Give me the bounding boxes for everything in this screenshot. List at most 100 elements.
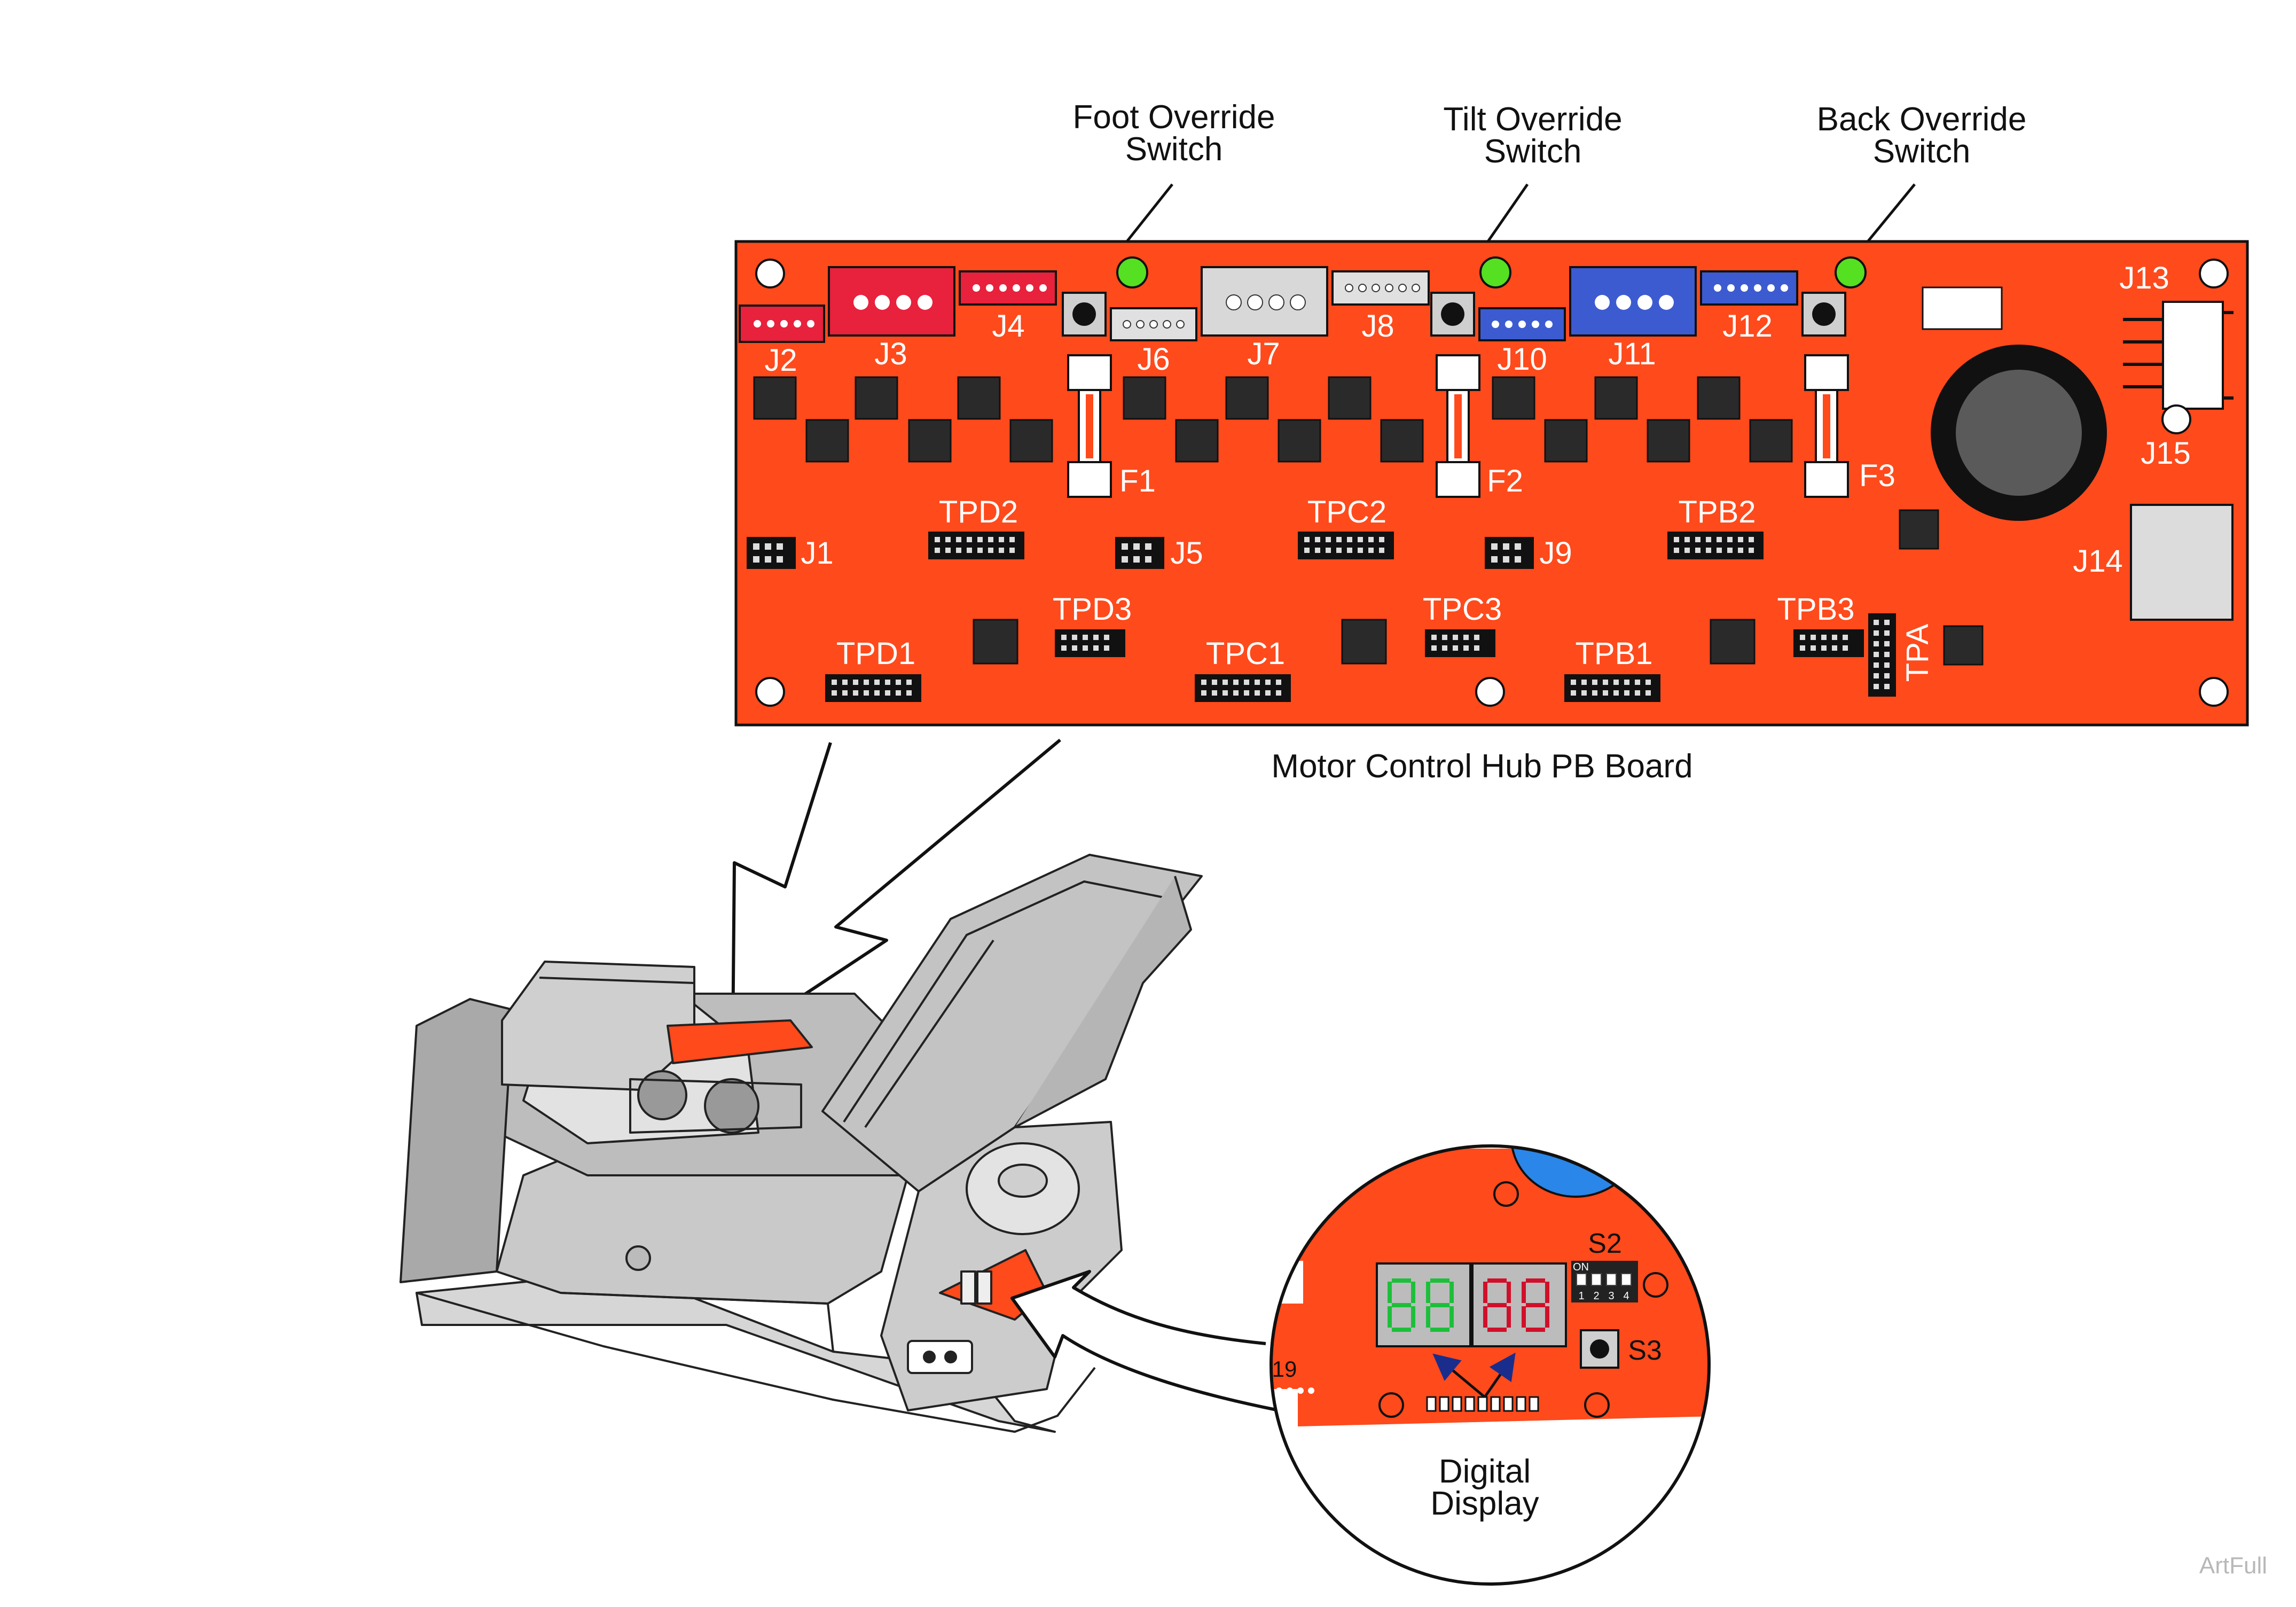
led-green [1116, 256, 1148, 288]
header-pin [1453, 645, 1458, 651]
tilt-override-switch-button[interactable] [1441, 302, 1464, 326]
header-pin [1727, 548, 1733, 553]
connector-j13 [2162, 301, 2224, 410]
display-segment [1545, 1282, 1549, 1303]
header-pin [1368, 548, 1374, 553]
header-pin [1645, 690, 1651, 696]
testpoint-tpb2 [1667, 532, 1764, 559]
display-segment [1388, 1282, 1392, 1303]
header-pin [1874, 652, 1879, 657]
header-pin [874, 690, 880, 696]
header-pin [1442, 635, 1447, 640]
header-pin [1832, 645, 1837, 651]
header-pin [1749, 537, 1754, 542]
header-pin [1463, 635, 1469, 640]
display-segment [1392, 1303, 1411, 1307]
header-pin [906, 690, 912, 696]
detail-arrow [1010, 1270, 1280, 1412]
display-segment [1526, 1278, 1545, 1283]
header-pin [1358, 548, 1363, 553]
header-pin [1223, 690, 1228, 696]
header-pin [1811, 635, 1816, 640]
header-pin [1684, 537, 1690, 542]
label-f1: F1 [1119, 464, 1156, 498]
header-pin [1884, 684, 1890, 689]
mount-hole [1475, 677, 1505, 707]
label-j8: J8 [1361, 309, 1394, 344]
fuse-f1 [1067, 354, 1112, 498]
header-pin [1474, 635, 1479, 640]
testpoint-tpc3 [1425, 629, 1495, 657]
chair-base-illustration [399, 854, 1203, 1433]
header-pin [1276, 680, 1281, 685]
foot-override-line1: Foot Override [1072, 99, 1275, 136]
connector-j11 [1569, 266, 1697, 337]
header-pin [1431, 645, 1437, 651]
header-pin [1233, 690, 1239, 696]
display-segment [1545, 1306, 1549, 1328]
label-tpc2: TPC2 [1307, 495, 1386, 529]
header-pin [1635, 690, 1640, 696]
display-segment [1430, 1328, 1449, 1332]
header-pin [1265, 680, 1271, 685]
header-pin [853, 690, 858, 696]
header-pin [1592, 680, 1597, 685]
header-pin [1304, 548, 1310, 553]
circuit-board: J2 J3 J4 J6 J7 J8 J10 [734, 240, 2249, 727]
header-pin [1315, 548, 1320, 553]
label-j12: J12 [1722, 309, 1773, 344]
label-j4: J4 [992, 309, 1024, 344]
header-pins [832, 537, 1890, 696]
back-override-switch-button[interactable] [1812, 302, 1836, 326]
mosfet-array [753, 376, 1984, 666]
mount-hole [2199, 677, 2229, 707]
foot-override-switch-button[interactable] [1072, 302, 1096, 326]
display-segment [1449, 1306, 1454, 1328]
header-pin [1571, 690, 1576, 696]
label-tpb2: TPB2 [1678, 495, 1756, 529]
testpoint-tpb1 [1564, 674, 1660, 702]
header-pin [1843, 645, 1848, 651]
display-segment [1522, 1306, 1526, 1328]
display-segment [1487, 1328, 1507, 1332]
digital-display-green [1376, 1262, 1471, 1347]
header-pin [1104, 635, 1109, 640]
header-pin [864, 690, 869, 696]
header-pin [1083, 645, 1088, 651]
watermark: ArtFull [2199, 1553, 2267, 1579]
header-j1 [747, 537, 796, 569]
label-j9: J9 [1539, 536, 1572, 571]
header-pin [1635, 680, 1640, 685]
header-pin [1104, 645, 1109, 651]
header-pin [967, 548, 972, 553]
label-tpd1: TPD1 [836, 636, 915, 671]
header-pin [1706, 548, 1711, 553]
label-j13: J13 [2119, 261, 2169, 295]
header-pin [1727, 537, 1733, 542]
header-pin [1832, 635, 1837, 640]
header-pin [1874, 630, 1879, 636]
header-pin [1884, 652, 1890, 657]
label-s3: S3 [1628, 1335, 1662, 1366]
display-segment [1522, 1282, 1526, 1303]
tilt-override-line2: Switch [1484, 133, 1582, 170]
testpoint-tpd1 [825, 674, 921, 702]
label-tpd3: TPD3 [1053, 592, 1132, 627]
header-pin [842, 690, 848, 696]
header-j5 [1115, 537, 1164, 569]
header-pin [1645, 680, 1651, 685]
callout-tilt-override: Tilt Override Switch [1443, 101, 1622, 170]
header-pin [1379, 548, 1384, 553]
display-segment [1487, 1303, 1507, 1307]
header-pin [842, 680, 848, 685]
header-pin [1800, 635, 1805, 640]
header-pin [1326, 548, 1331, 553]
header-pin [1674, 537, 1679, 542]
display-arrow-green [1432, 1353, 1486, 1398]
header-pin [1358, 537, 1363, 542]
header-pin [1624, 690, 1629, 696]
display-segment [1430, 1303, 1449, 1307]
white-pad [1922, 286, 2003, 330]
fuse-f2 [1436, 354, 1480, 498]
header-pin [1336, 537, 1342, 542]
